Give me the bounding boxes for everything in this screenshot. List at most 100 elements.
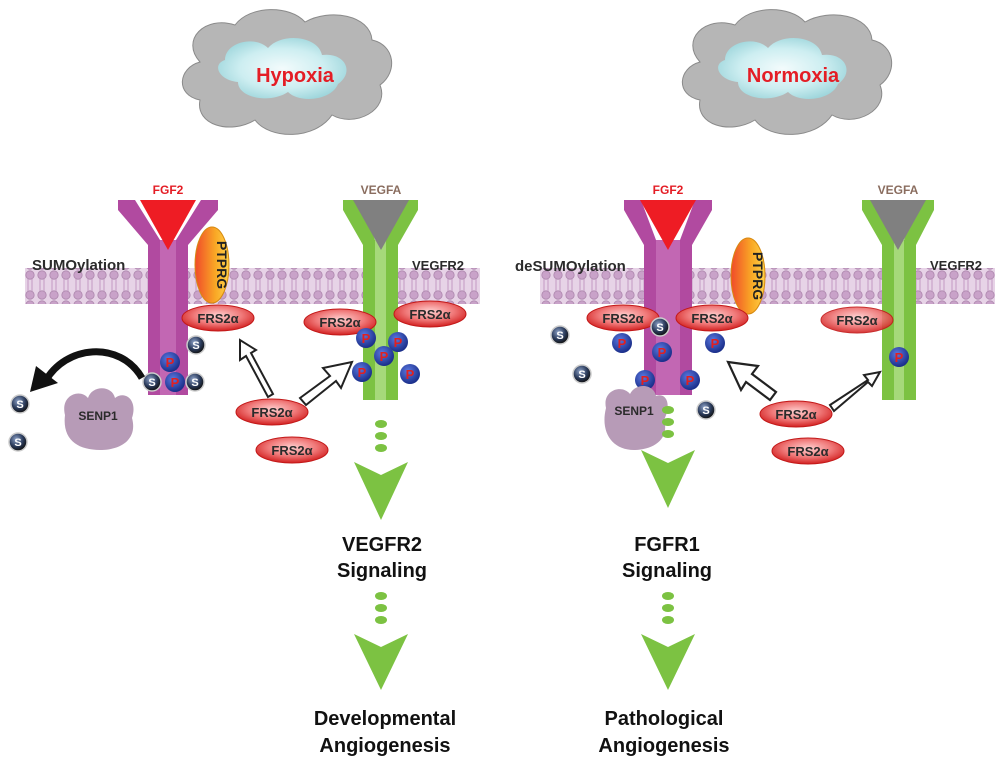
vegfr2-phospho-group-left: P P P P P	[352, 328, 420, 384]
outcome-flow-left	[354, 592, 408, 690]
down-arrow-green	[641, 450, 695, 508]
condition-label-hypoxia: Hypoxia	[256, 65, 335, 87]
normoxia-cloud: Normoxia	[681, 9, 893, 135]
signal-flow-left	[354, 420, 408, 520]
phospho-site	[680, 370, 700, 390]
outcome-title-left-2: Angiogenesis	[319, 735, 450, 757]
fgfr1-phospho-group-right: P P P P P	[612, 333, 725, 390]
frs2a-label: FRS2α	[836, 313, 877, 328]
down-arrow-green	[641, 634, 695, 690]
hypoxia-cloud: Hypoxia	[181, 9, 393, 135]
phospho-label: P	[406, 367, 415, 382]
hollow-arrow-small-right	[828, 370, 882, 413]
frs2a-label: FRS2α	[271, 443, 312, 458]
senp1-left: SENP1	[64, 388, 134, 450]
frs2a-label: FRS2α	[602, 311, 643, 326]
frs2a-free	[235, 398, 309, 426]
vegfa-label-left: VEGFA	[361, 183, 402, 197]
arrow-head	[30, 366, 58, 392]
signal-flow-right	[641, 406, 695, 508]
left-panel: Hypoxia SUMOylation FGF2 PTPRG FRS2α P P	[8, 9, 480, 757]
frs2a-free	[255, 436, 329, 464]
signaling-title-right-1: FGFR1	[634, 534, 700, 556]
sumo-marker	[186, 335, 206, 355]
phospho-label: P	[658, 345, 667, 360]
phospho-label: P	[711, 336, 720, 351]
desumoylation-arrow-left	[41, 348, 146, 384]
hollow-arrow-small-left	[239, 338, 275, 399]
phospho-site	[356, 328, 376, 348]
sumo-label: S	[556, 330, 563, 342]
phospho-label: P	[686, 373, 695, 388]
outcome-flow-right	[641, 592, 695, 690]
sumo-label: S	[16, 399, 23, 411]
down-arrow-green	[354, 462, 408, 520]
ptprg-right: PTPRG	[730, 237, 766, 315]
phospho-site	[165, 372, 185, 392]
phospho-label: P	[171, 375, 180, 390]
phospho-site	[388, 332, 408, 352]
sumo-label: S	[656, 322, 663, 334]
frs2a-bound-vegfr2	[303, 308, 377, 336]
frs2a-label: FRS2α	[775, 407, 816, 422]
sumo-group-right: S S S S	[550, 317, 716, 420]
down-arrow-green	[354, 634, 408, 690]
phospho-site	[635, 370, 655, 390]
phospho-label: P	[380, 349, 389, 364]
frs2a-faded	[820, 306, 894, 334]
sumo-label: S	[702, 405, 709, 417]
sumo-label: S	[148, 377, 155, 389]
vegfa-label-right: VEGFA	[878, 183, 919, 197]
phospho-site	[400, 364, 420, 384]
sumo-marker	[572, 364, 592, 384]
vegfa-ligand-left	[353, 200, 409, 250]
frs2a-label: FRS2α	[197, 311, 238, 326]
sumo-marker	[10, 394, 30, 414]
outcome-title-right-1: Pathological	[605, 708, 724, 730]
phospho-site	[374, 346, 394, 366]
frs2a-free	[771, 437, 845, 465]
sumo-marker	[550, 325, 570, 345]
frs2a-free	[759, 400, 833, 428]
sumo-marker	[185, 372, 205, 392]
ptprg-left: PTPRG	[194, 226, 230, 304]
sumo-group-left: S S S S S	[8, 335, 206, 452]
fgf2-ligand-left	[140, 200, 196, 250]
senp1-label: SENP1	[614, 404, 654, 418]
phospho-label: P	[618, 336, 627, 351]
phospho-label: P	[641, 373, 650, 388]
phospho-label: P	[166, 355, 175, 370]
sumo-marker	[142, 372, 162, 392]
phospho-site	[160, 352, 180, 372]
phospho-label: P	[895, 350, 904, 365]
right-panel: Normoxia deSUMOylation FGF2 PTPRG FRS2α …	[515, 9, 995, 757]
sumo-marker	[8, 432, 28, 452]
hollow-arrow-large-right	[726, 360, 778, 402]
phospho-site	[352, 362, 372, 382]
senp1-label: SENP1	[78, 409, 118, 423]
phospho-label: P	[358, 365, 367, 380]
outcome-title-right-2: Angiogenesis	[598, 735, 729, 757]
vegfr2-receptor-right	[862, 200, 934, 400]
cell-membrane-left	[25, 268, 480, 304]
phospho-site	[652, 342, 672, 362]
frs2a-bound-fgfr-right	[675, 304, 749, 332]
phospho-label: P	[394, 335, 403, 350]
sumo-label: S	[192, 340, 199, 352]
ptprg-label-left: PTPRG	[214, 241, 230, 289]
sumo-label: S	[14, 437, 21, 449]
phospho-site	[705, 333, 725, 353]
vegfr2-label-left: VEGFR2	[412, 258, 464, 273]
hollow-arrow-large-left	[298, 360, 354, 407]
desumoylation-label: deSUMOylation	[515, 258, 626, 275]
vegfr2-label-right: VEGFR2	[930, 258, 982, 273]
signaling-title-left-2: Signaling	[337, 560, 427, 582]
fgf2-ligand-right	[640, 200, 696, 250]
phospho-label: P	[362, 331, 371, 346]
sumo-label: S	[578, 369, 585, 381]
phospho-site	[889, 347, 909, 367]
sumoylation-label: SUMOylation	[32, 257, 125, 274]
frs2a-label: FRS2α	[409, 307, 450, 322]
